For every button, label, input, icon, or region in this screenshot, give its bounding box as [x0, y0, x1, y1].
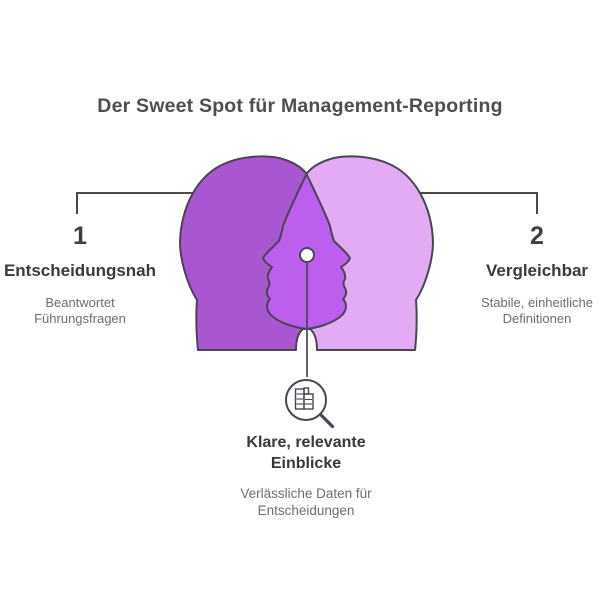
bottom-item: Klare, relevante Einblicke Verlässliche …	[203, 433, 409, 520]
left-item-number: 1	[73, 222, 87, 250]
right-item-label: Vergleichbar	[485, 261, 589, 280]
right-item-description: Stabile, einheitliche Definitionen	[480, 294, 594, 326]
center-node	[299, 247, 315, 263]
right-connector-line	[419, 192, 538, 214]
data-blocks-glyph	[294, 387, 314, 410]
magnifier-data-icon	[285, 379, 335, 429]
magnifier-handle	[318, 412, 335, 429]
right-item: 2 Vergleichbar Stabile, einheitliche Def…	[457, 224, 600, 327]
right-item-number: 2	[530, 222, 544, 250]
bottom-item-description: Verlässliche Daten für Entscheidungen	[240, 485, 372, 519]
left-connector-line	[76, 192, 194, 214]
left-item-label: Entscheidungsnah	[3, 261, 157, 280]
left-item-description: Beantwortet Führungsfragen	[34, 294, 126, 326]
left-item: 1 Entscheidungsnah Beantwortet Führungsf…	[0, 224, 160, 327]
page-title: Der Sweet Spot für Management-Reporting	[97, 95, 503, 117]
bottom-item-label: Klare, relevante Einblicke	[246, 434, 366, 472]
